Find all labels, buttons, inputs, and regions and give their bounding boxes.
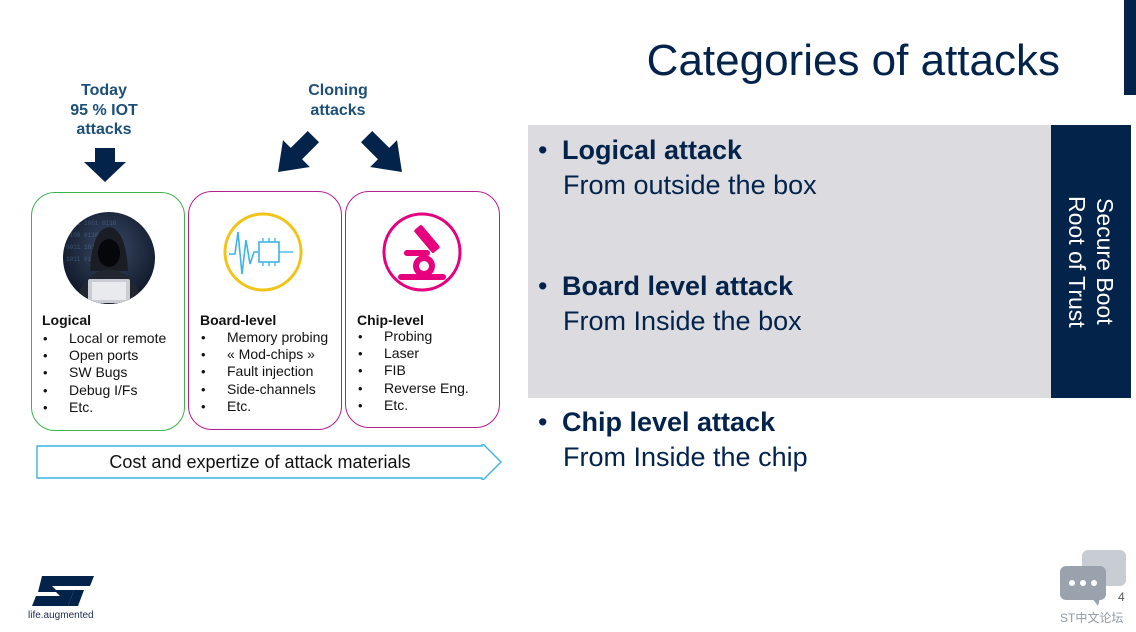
cloning-label-line2: attacks [310,101,366,119]
cloning-label: Cloning attacks [288,81,388,120]
attack-logical: •Logical attack From outside the box [538,133,1038,203]
inside-box-panel [528,125,1052,398]
attack-chip-sub: From Inside the chip [563,442,808,472]
list-item: Etc. [357,397,469,414]
hacker-laptop-icon: 0101 1001 0110 1100 0110 1011 0011 1010 … [63,212,155,304]
cloning-label-line1: Cloning [308,82,368,99]
chip-level-card-list: Probing Laser FIB Reverse Eng. Etc. [357,328,469,414]
list-item: Open ports [42,347,166,364]
list-item: « Mod-chips » [200,346,328,363]
st-logo-icon [32,576,94,606]
attack-logical-head: Logical attack [562,135,743,165]
list-item: FIB [357,362,469,379]
attack-board-head: Board level attack [562,271,794,301]
down-left-arrow-icon [278,130,320,172]
today-label: Today 95 % IOT attacks [54,81,154,140]
svg-text:0011 1010 0101: 0011 1010 0101 [66,244,117,251]
secure-boot-line1: Secure Boot [1092,198,1118,325]
chip-level-card: Chip-level Probing Laser FIB Reverse Eng… [345,191,500,428]
chip-level-card-title: Chip-level [357,312,424,328]
logical-card-title: Logical [42,312,92,328]
list-item: Debug I/Fs [42,382,166,399]
list-item: Laser [357,345,469,362]
title-accent-bar [1124,0,1136,95]
attack-board: •Board level attack From Inside the box [538,269,1038,339]
attack-chip-head: Chip level attack [562,407,776,437]
today-label-line2: 95 % IOT [70,101,138,119]
attack-chip: •Chip level attack From Inside the chip [538,405,1038,475]
list-item: Memory probing [200,329,328,346]
watermark-text: ST中文论坛 [1060,611,1124,625]
board-level-card: Board-level Memory probing « Mod-chips »… [188,191,342,430]
list-item: Local or remote [42,330,166,347]
secure-boot-panel [1051,125,1131,398]
today-label-line1: Today [81,82,127,99]
attack-board-sub: From Inside the box [563,306,802,336]
microscope-icon [382,212,462,292]
slide-title: Categories of attacks [646,36,1060,85]
down-arrow-icon [84,148,126,182]
svg-text:0101 1001 0110: 0101 1001 0110 [66,220,117,227]
cost-arrow-label: Cost and expertize of attack materials [109,452,411,472]
logo-tagline: life.augmented [28,610,94,621]
board-level-card-title: Board-level [200,312,277,328]
chip-signal-icon [223,212,303,292]
secure-boot-line2: Root of Trust [1064,195,1090,328]
cost-arrow [36,444,502,480]
page-number: 4 [1118,590,1125,604]
logical-card: 0101 1001 0110 1100 0110 1011 0011 1010 … [31,192,185,431]
list-item: SW Bugs [42,364,166,381]
list-item: Side-channels [200,381,328,398]
down-right-arrow-icon [360,130,402,172]
forum-chat-icon [1060,550,1126,606]
attack-logical-sub: From outside the box [563,170,817,200]
board-level-card-list: Memory probing « Mod-chips » Fault injec… [200,329,328,415]
logical-card-list: Local or remote Open ports SW Bugs Debug… [42,330,166,416]
list-item: Probing [357,328,469,345]
today-label-line3: attacks [76,121,132,138]
list-item: Etc. [200,398,328,415]
list-item: Fault injection [200,363,328,380]
list-item: Reverse Eng. [357,380,469,397]
svg-text:1100 0110 1011: 1100 0110 1011 [66,232,117,239]
list-item: Etc. [42,399,166,416]
